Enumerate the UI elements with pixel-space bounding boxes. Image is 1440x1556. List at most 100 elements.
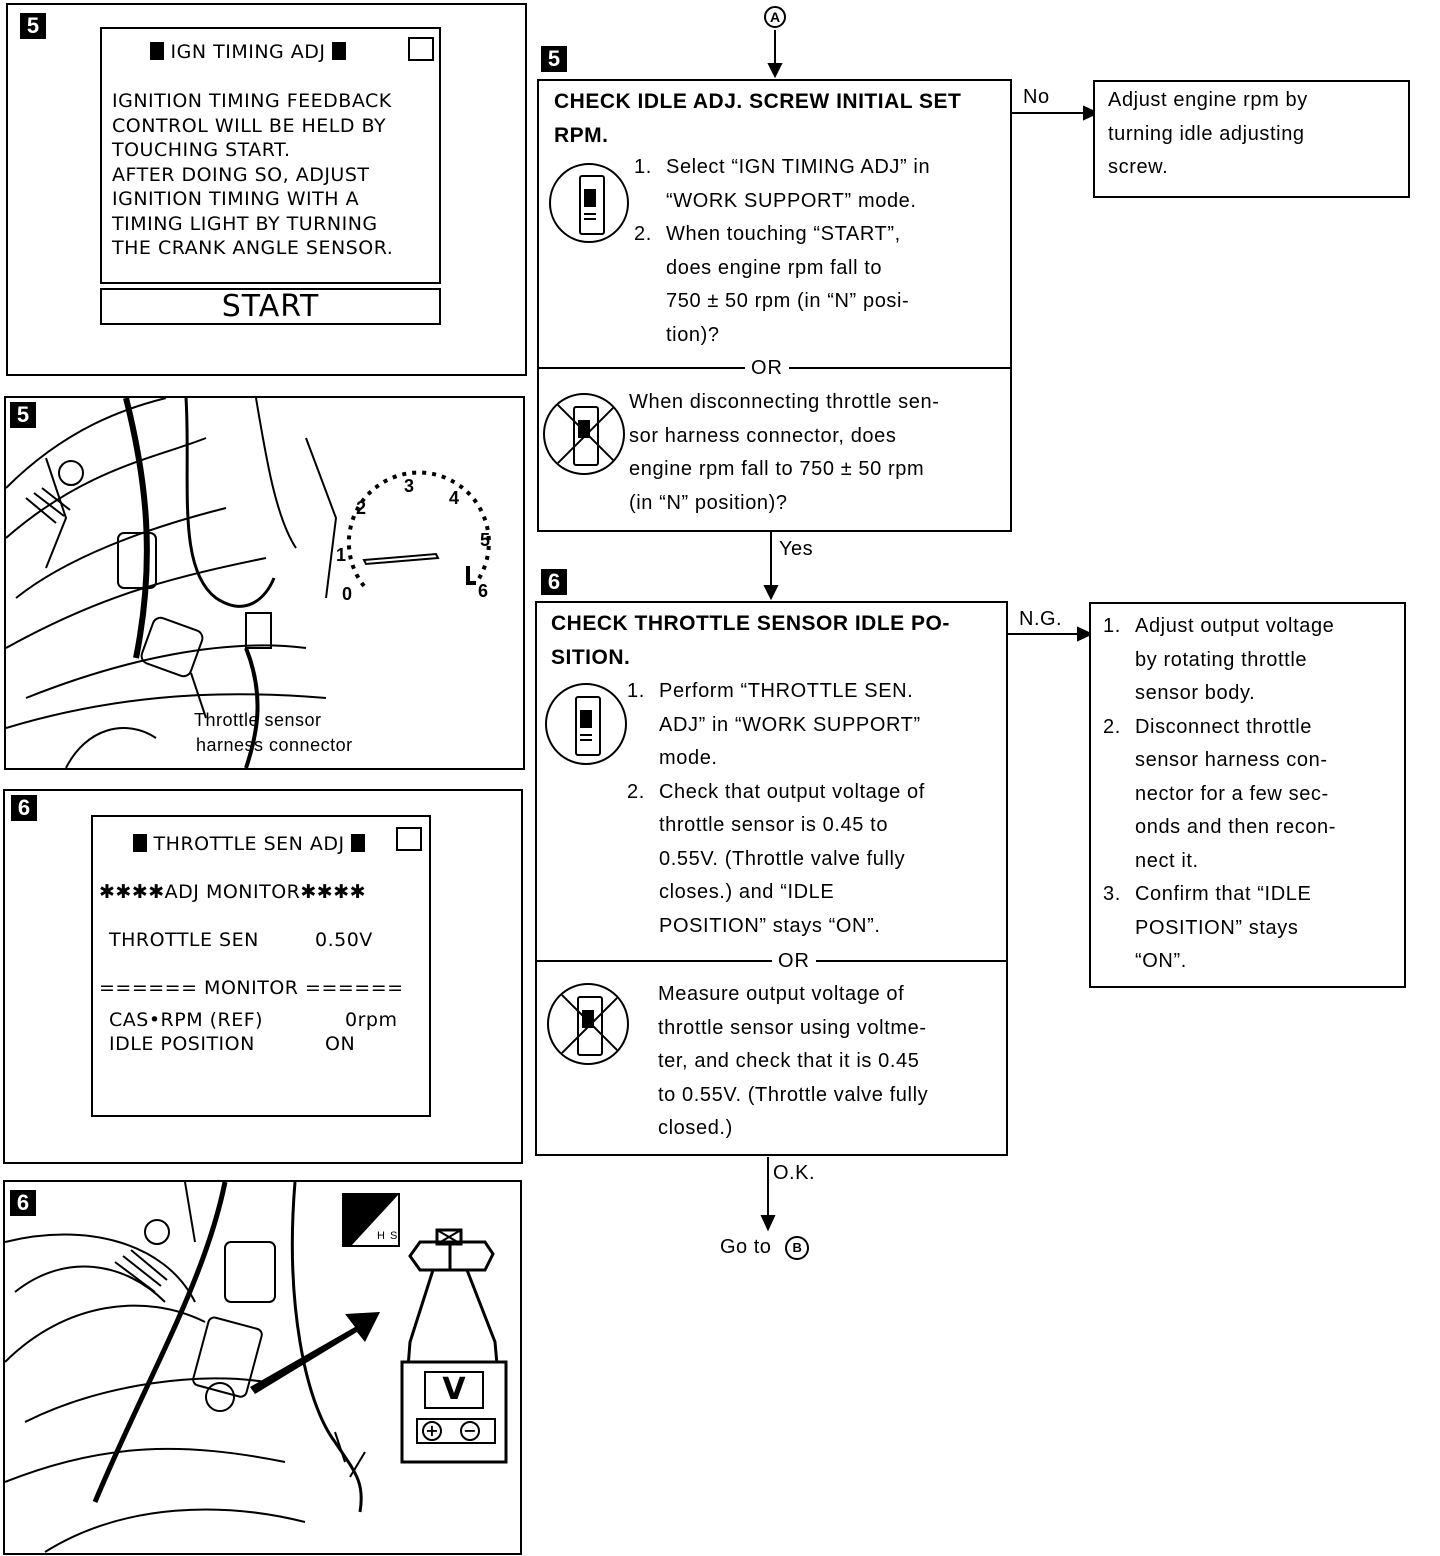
step6-photo-panel: 6 H S V + −: [3, 1180, 522, 1555]
caption-line: Throttle sensor: [194, 710, 322, 730]
consult-tester-icon: [545, 683, 627, 765]
screen-title-row: THROTTLE SEN ADJ: [133, 833, 366, 855]
text-line: “ON”.: [1135, 950, 1187, 972]
caption-line: harness connector: [196, 735, 353, 755]
list-item: 1.Select “IGN TIMING ADJ” in“WORK SUPPOR…: [634, 151, 1004, 218]
monitor-label-idle-position: IDLE POSITION: [109, 1033, 255, 1055]
text-line: sensor body.: [1135, 682, 1256, 704]
photo-caption: Throttle sensor harness connector: [194, 708, 353, 758]
list-item-number: 3.: [1103, 883, 1121, 905]
voltmeter-display-label: V: [442, 1372, 466, 1407]
text-line: TIMING LIGHT BY TURNING: [112, 212, 378, 235]
no-consult-icon: [547, 983, 629, 1065]
monitor-header: ====== MONITOR ======: [99, 977, 404, 999]
gauge-tick-label: 5: [480, 530, 491, 550]
text-line: Measure output voltage of: [658, 983, 905, 1005]
gauge-tick-label: 6: [478, 581, 489, 601]
text-line: AFTER DOING SO, ADJUST: [112, 163, 370, 186]
text-line: When touching “START”,: [666, 223, 901, 245]
check-title: CHECK THROTTLE SENSOR IDLE PO- SITION.: [551, 607, 950, 675]
connector-marker-a: A: [764, 6, 786, 28]
step5-photo-panel: 0 1 2 3 4 5 6 5 Throttle sensor harness connec…: [4, 396, 525, 770]
consult-procedure-list: 1.Perform “THROTTLE SEN.ADJ” in “WORK SU…: [627, 675, 1003, 943]
step-number-badge: 5: [20, 13, 46, 39]
text-line: engine rpm fall to 750 ± 50 rpm: [629, 458, 925, 480]
text-line: closed.): [658, 1117, 733, 1139]
title-line: CHECK IDLE ADJ. SCREW INITIAL SET: [554, 90, 962, 113]
text-line: nector for a few sec-: [1135, 782, 1329, 805]
gauge-tick-label: 1: [336, 545, 347, 565]
tachometer-gauge: [346, 470, 491, 588]
text-line: by rotating throttle: [1135, 648, 1308, 671]
text-line: Confirm that “IDLE: [1135, 883, 1312, 905]
text-line: Adjust output voltage: [1135, 615, 1335, 637]
monitor-value-cas-rpm: 0rpm: [345, 1009, 398, 1031]
text-line: “WORK SUPPORT” mode.: [666, 189, 917, 212]
plus-terminal-icon: +: [425, 1421, 439, 1440]
checkbox-icon[interactable]: [408, 37, 434, 61]
monitor-value-idle-position: ON: [325, 1033, 356, 1055]
ng-branch-label: N.G.: [1019, 608, 1063, 630]
text-line: to 0.55V. (Throttle valve fully: [658, 1083, 929, 1106]
text-line: THE CRANK ANGLE SENSOR.: [112, 237, 394, 259]
checkbox-icon[interactable]: [396, 827, 422, 851]
black-square-icon: [150, 42, 164, 60]
text-line: mode.: [659, 747, 718, 769]
throttle-sen-value: 0.50V: [315, 929, 373, 951]
monitor-label-cas-rpm: CAS•RPM (REF): [109, 1009, 264, 1031]
start-button[interactable]: START: [100, 288, 441, 325]
minus-terminal-icon: −: [463, 1421, 477, 1440]
engine-voltmeter-illustration: [5, 1182, 508, 1553]
text-line: Disconnect throttle: [1135, 715, 1313, 738]
gauge-tick-label: 4: [449, 488, 460, 508]
goto-text: Go to: [720, 1236, 772, 1258]
ng-result-box: 1. Adjust output voltage by rotating throt…: [1089, 602, 1406, 988]
screen-title-row: IGN TIMING ADJ: [150, 41, 347, 63]
list-item: 1. Adjust output voltage by rotating throt…: [1103, 610, 1403, 711]
text-line: closes.) and “IDLE: [659, 881, 835, 903]
screen-title: IGN TIMING ADJ: [170, 41, 326, 63]
ng-procedure-list: 1. Adjust output voltage by rotating throt…: [1103, 610, 1403, 979]
text-line: When disconnecting throttle sen-: [629, 391, 940, 413]
text-line: IGNITION TIMING WITH A: [112, 188, 360, 210]
text-line: screw.: [1108, 156, 1169, 178]
text-line: IGNITION TIMING FEEDBACK: [112, 90, 392, 112]
list-item-number: 1.: [627, 680, 645, 702]
black-square-icon: [332, 42, 347, 60]
text-line: POSITION” stays “ON”.: [659, 914, 881, 937]
step-number-badge: 6: [10, 1190, 36, 1216]
step-number-badge: 5: [10, 402, 36, 428]
gauge-tick-label: 2: [356, 498, 367, 518]
text-line: 750 ± 50 rpm (in “N” posi-: [666, 290, 910, 312]
no-consult-icon: [543, 393, 625, 475]
check-throttle-sensor-box: CHECK THROTTLE SENSOR IDLE PO- SITION. 1…: [535, 601, 1008, 1156]
check-title: CHECK IDLE ADJ. SCREW INITIAL SET RPM.: [554, 85, 961, 153]
gauge-tick-label: 0: [342, 584, 353, 604]
step-number-badge: 5: [541, 46, 567, 72]
text-line: POSITION” stays: [1135, 916, 1299, 939]
text-line: turning idle adjusting: [1108, 122, 1305, 145]
alternative-check-text: When disconnecting throttle sen-sor harn…: [629, 386, 1009, 520]
text-line: Select “IGN TIMING ADJ” in: [666, 156, 931, 178]
list-item-number: 2.: [627, 780, 645, 803]
text-line: nect it.: [1135, 849, 1199, 872]
list-item-number: 2.: [634, 223, 652, 245]
list-item-number: 2.: [1103, 715, 1121, 738]
yes-branch-label: Yes: [779, 538, 814, 560]
text-line: throttle sensor is 0.45 to: [659, 814, 889, 836]
connector-marker-b[interactable]: B: [785, 1236, 810, 1260]
list-item-number: 1.: [1103, 615, 1121, 637]
ok-branch-label: O.K.: [773, 1162, 816, 1184]
gauge-tick-label: 3: [404, 476, 415, 496]
adj-monitor-header: ✱✱✱✱ADJ MONITOR✱✱✱✱: [99, 881, 367, 903]
text-line: does engine rpm fall to: [666, 256, 883, 279]
or-divider: [537, 960, 1006, 962]
screen-title: THROTTLE SEN ADJ: [153, 833, 345, 855]
or-label: OR: [745, 358, 789, 378]
